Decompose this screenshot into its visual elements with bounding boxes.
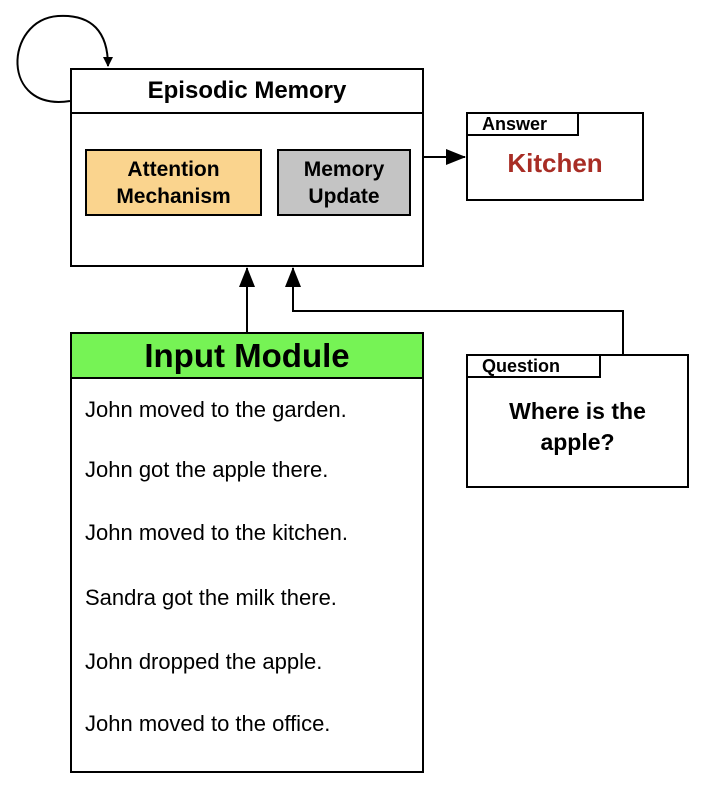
question-text-line2: apple? bbox=[540, 429, 615, 455]
question-text: Where is the apple? bbox=[468, 396, 687, 458]
input-sentence-4: Sandra got the milk there. bbox=[85, 585, 337, 610]
attention-mechanism-box: Attention Mechanism bbox=[85, 149, 262, 216]
answer-value: Kitchen bbox=[507, 148, 603, 178]
question-to-memory-arrow bbox=[285, 267, 624, 354]
memory-update-label-line2: Update bbox=[308, 184, 380, 208]
input-sentence-6: John moved to the office. bbox=[85, 711, 331, 736]
self-loop-arrow bbox=[16, 14, 113, 103]
input-sentence-3: John moved to the kitchen. bbox=[85, 520, 348, 545]
memory-update-label-line1: Memory bbox=[303, 157, 385, 181]
question-box: Question Where is the apple? bbox=[466, 354, 689, 488]
input-module-box: Input Module John moved to the garden. J… bbox=[70, 332, 424, 773]
question-text-line1: Where is the bbox=[509, 398, 646, 424]
memory-update-box: Memory Update bbox=[277, 149, 411, 216]
input-module-title: Input Module bbox=[72, 334, 422, 379]
attention-label-line2: Mechanism bbox=[116, 184, 231, 208]
answer-box: Answer Kitchen bbox=[466, 112, 644, 201]
episodic-memory-box: Episodic Memory Attention Mechanism Memo… bbox=[70, 68, 424, 267]
episodic-memory-title: Episodic Memory bbox=[72, 70, 422, 114]
answer-tab-label: Answer bbox=[468, 114, 579, 136]
question-tab-label: Question bbox=[468, 356, 601, 378]
input-sentence-1: John moved to the garden. bbox=[85, 397, 347, 422]
input-sentence-5: John dropped the apple. bbox=[85, 649, 323, 674]
input-sentence-2: John got the apple there. bbox=[85, 457, 329, 482]
attention-label-line1: Attention bbox=[127, 157, 220, 181]
